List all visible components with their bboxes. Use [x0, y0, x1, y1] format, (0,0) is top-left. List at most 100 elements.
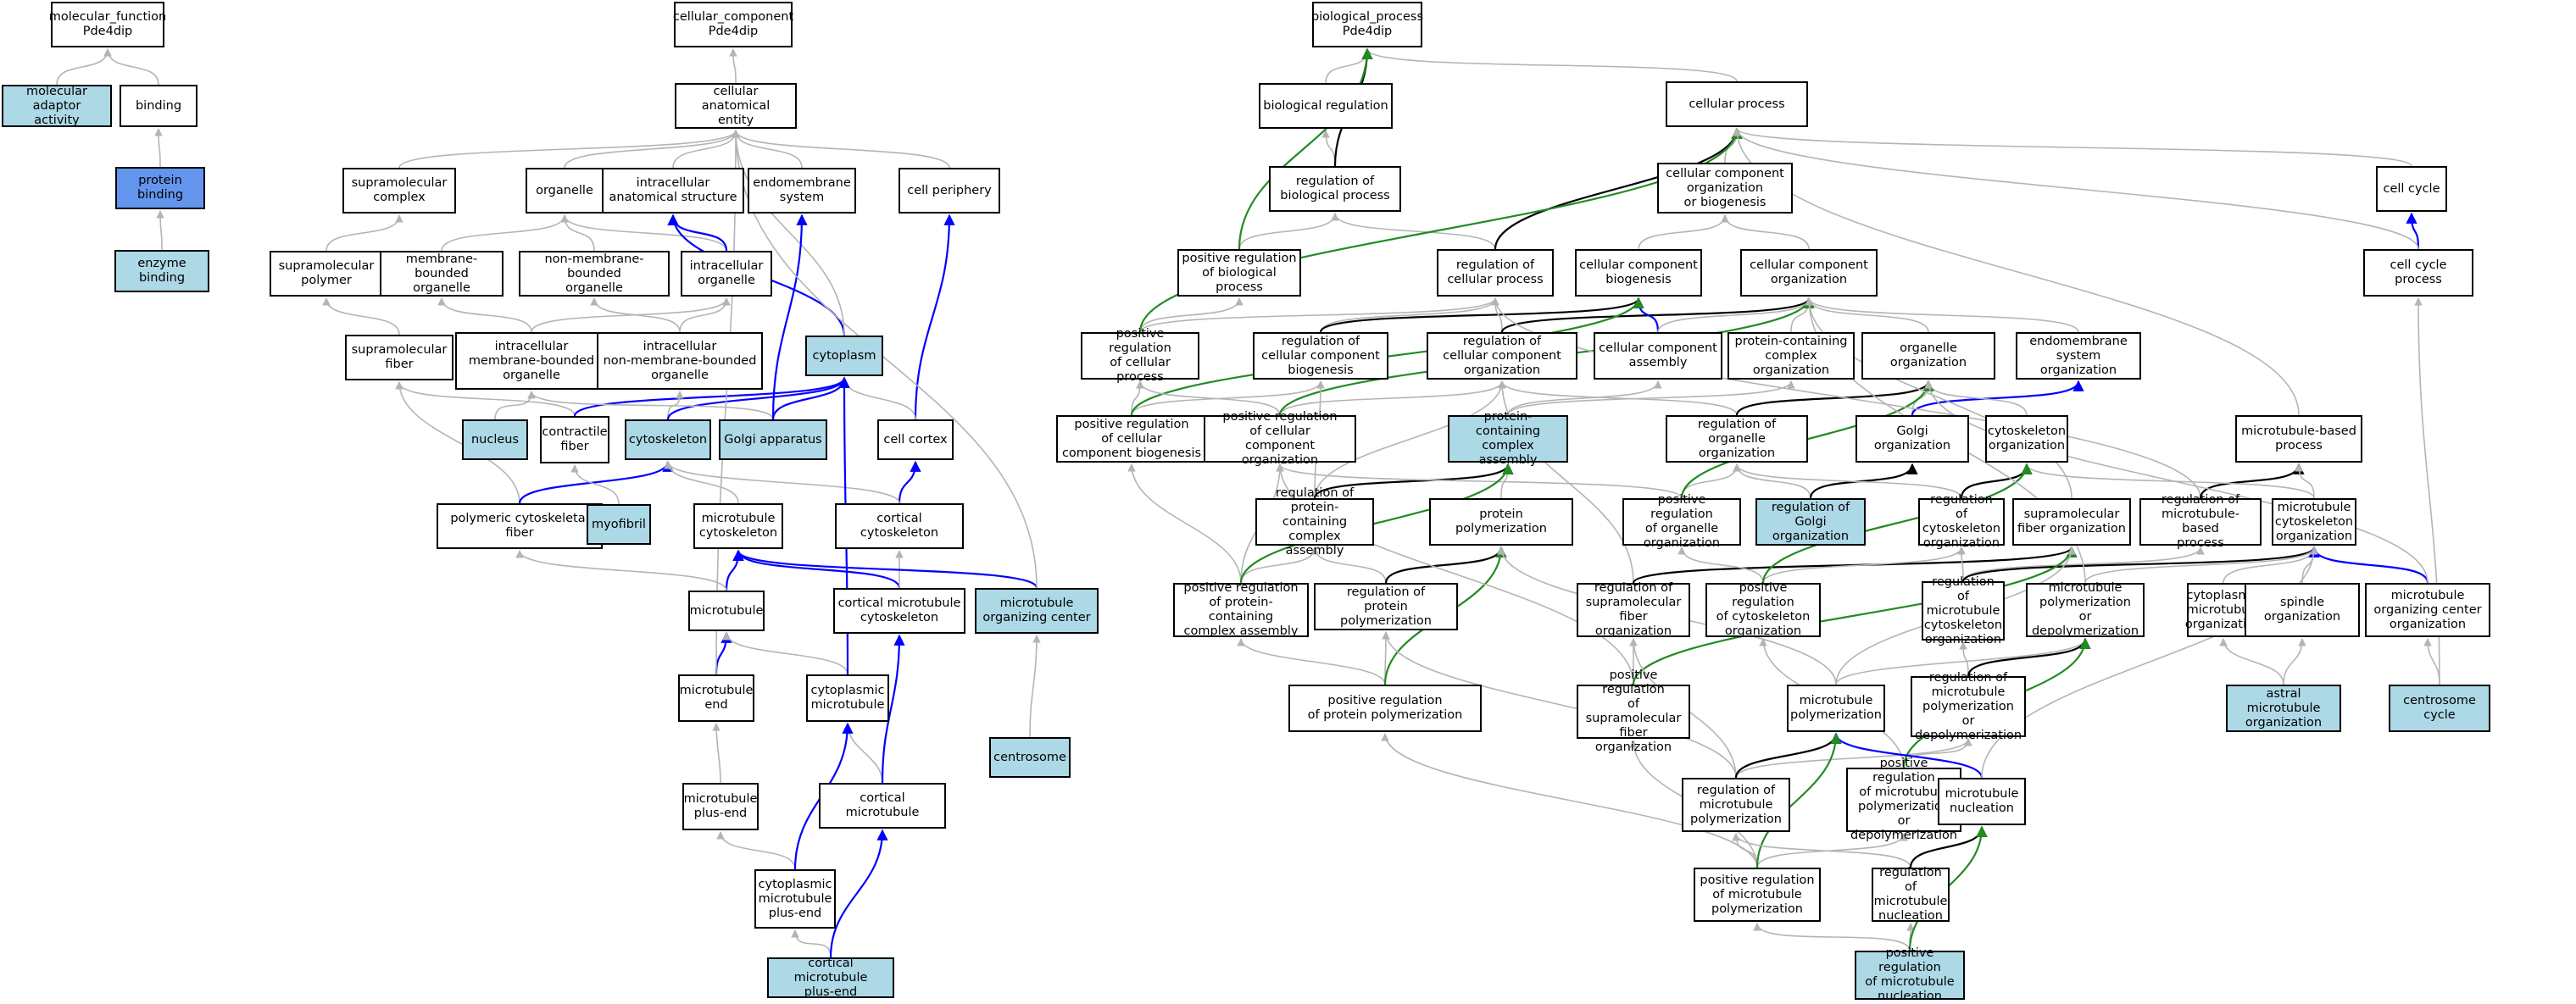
go-term-organelle[interactable]: organelle: [526, 168, 604, 214]
go-term-mt-nucleation[interactable]: microtubule nucleation: [1938, 778, 2026, 825]
go-term-mt-polym[interactable]: microtubule polymerization: [1787, 685, 1885, 732]
go-term-pos-reg-cc-biogenesis[interactable]: positive regulation of cellular componen…: [1056, 415, 1207, 463]
go-term-supramol-complex[interactable]: supramolecular complex: [342, 168, 456, 214]
go-term-cyto-mt-plus-end[interactable]: cytoplasmic microtubule plus-end: [754, 869, 836, 929]
edge-regulates: [1313, 463, 1514, 499]
go-term-mtoc[interactable]: microtubule organizing center: [975, 588, 1099, 634]
go-term-reg-sfo[interactable]: regulation of supramolecular fiber organ…: [1577, 581, 1690, 638]
go-term-centrosome-cycle[interactable]: centrosome cycle: [2389, 685, 2490, 732]
go-term-cc-assembly[interactable]: cellular component assembly: [1594, 332, 1722, 380]
go-term-pcc-org[interactable]: protein-containing complex organization: [1728, 332, 1855, 380]
go-term-pos-reg-mt-nucleation[interactable]: positive regulation of microtubule nucle…: [1855, 946, 1965, 1003]
go-term-mol-adaptor[interactable]: molecular adaptor activity: [2, 85, 112, 127]
go-term-cell-periphery[interactable]: cell periphery: [899, 168, 1000, 214]
go-term-cortical-mt[interactable]: cortical microtubule: [819, 783, 946, 829]
go-term-ccob[interactable]: cellular component organization or bioge…: [1657, 163, 1793, 214]
go-term-mt-plus-end[interactable]: microtubule plus-end: [682, 783, 759, 830]
go-term-poly-cytosk-fiber[interactable]: polymeric cytoskeletal fiber: [437, 503, 603, 549]
go-term-reg-bp[interactable]: regulation of biological process: [1269, 166, 1401, 212]
go-term-centrosome[interactable]: centrosome: [989, 737, 1071, 778]
go-term-cytosk-org[interactable]: cytoskeleton organization: [1985, 415, 2068, 463]
go-term-mt-cytoskeleton[interactable]: microtubule cytoskeleton: [693, 503, 783, 549]
go-term-reg-mt-pol-depol[interactable]: regulation of microtubule polymerization…: [1911, 671, 2026, 742]
go-term-pos-reg-mt-polym[interactable]: positive regulation of microtubule polym…: [1694, 868, 1821, 922]
go-term-cyto-mt[interactable]: cytoplasmic microtubule: [806, 674, 889, 722]
go-term-mf-root[interactable]: molecular_function Pde4dip: [49, 2, 166, 47]
go-term-mt-cytosk-org[interactable]: microtubule cytoskeleton organization: [2272, 498, 2356, 546]
go-term-cortical-mt-plus-end[interactable]: cortical microtubule plus-end: [767, 957, 894, 999]
go-term-reg-mt-nucleation[interactable]: regulation of microtubule nucleation: [1872, 866, 1950, 923]
go-term-pos-reg-pcc-assembly[interactable]: positive regulation of protein-containin…: [1173, 581, 1309, 638]
edge-is-a: [664, 461, 900, 504]
go-term-cortical-cytosk[interactable]: cortical cytoskeleton: [835, 503, 964, 549]
go-term-endomembrane[interactable]: endomembrane system: [748, 168, 856, 214]
go-term-cc-org[interactable]: cellular component organization: [1740, 249, 1878, 297]
go-term-protein-polym[interactable]: protein polymerization: [1429, 498, 1573, 546]
go-term-nucleus[interactable]: nucleus: [462, 419, 528, 460]
go-term-cell-cycle-process[interactable]: cell cycle process: [2363, 249, 2473, 297]
go-term-cortical-mt-cytosk[interactable]: cortical microtubule cytoskeleton: [833, 588, 965, 634]
go-term-imbo[interactable]: intracellular membrane-bounded organelle: [455, 332, 608, 390]
go-term-cell-cortex[interactable]: cell cortex: [877, 419, 954, 460]
go-term-supramol-fiber-org[interactable]: supramolecular fiber organization: [2012, 498, 2131, 546]
go-term-pos-reg-cc-org[interactable]: positive regulation of cellular componen…: [1204, 410, 1356, 467]
go-term-intra-org[interactable]: intracellular organelle: [681, 251, 772, 297]
go-term-supramol-polymer[interactable]: supramolecular polymer: [270, 251, 383, 297]
go-term-mt-end[interactable]: microtubule end: [678, 674, 754, 722]
go-term-mbo[interactable]: membrane-bounded organelle: [380, 251, 504, 297]
edge-regulates: [1961, 546, 2320, 582]
go-term-nmbo[interactable]: non-membrane-bounded organelle: [519, 251, 670, 297]
go-term-protein-binding[interactable]: protein binding: [115, 167, 205, 209]
go-term-pos-reg-organelle-org[interactable]: positive regulation of organelle organiz…: [1622, 493, 1741, 550]
go-term-reg-cc-org[interactable]: regulation of cellular component organiz…: [1427, 332, 1577, 380]
go-term-reg-mt-cytosk-org[interactable]: regulation of microtubule cytoskeleton o…: [1922, 575, 2005, 646]
go-term-reg-golgi-org[interactable]: regulation of Golgi organization: [1755, 498, 1866, 546]
go-term-pos-reg-sfo[interactable]: positive regulation of supramolecular fi…: [1577, 668, 1690, 754]
go-term-cc-biogenesis[interactable]: cellular component biogenesis: [1575, 249, 1702, 297]
go-term-reg-cytosk-org[interactable]: regulation of cytoskeleton organization: [1918, 493, 2005, 550]
go-term-reg-cp[interactable]: regulation of cellular process: [1437, 249, 1554, 297]
go-term-ias[interactable]: intracellular anatomical structure: [602, 168, 744, 214]
go-term-reg-pcc-assembly[interactable]: regulation of protein-containing complex…: [1255, 486, 1374, 557]
go-term-reg-mt-polym[interactable]: regulation of microtubule polymerization: [1682, 778, 1790, 832]
edge-is-a: [1735, 738, 1972, 779]
go-term-cellular-process[interactable]: cellular process: [1666, 81, 1808, 127]
go-term-spindle-org[interactable]: spindle organization: [2245, 583, 2360, 637]
go-term-pos-reg-cp[interactable]: positive regulation of cellular process: [1081, 327, 1199, 384]
go-term-reg-protein-polym[interactable]: regulation of protein polymerization: [1314, 583, 1458, 630]
go-term-mt-based-process[interactable]: microtubule-based process: [2235, 415, 2362, 463]
go-term-enzyme-binding[interactable]: enzyme binding: [114, 250, 209, 292]
go-term-pos-reg-bp[interactable]: positive regulation of biological proces…: [1177, 249, 1301, 297]
go-term-golgi-org[interactable]: Golgi organization: [1855, 415, 1969, 463]
edge-is-a: [732, 130, 845, 336]
go-term-reg-cc-biogenesis[interactable]: regulation of cellular component biogene…: [1253, 332, 1388, 380]
go-term-pos-reg-protein-polym[interactable]: positive regulation of protein polymeriz…: [1288, 685, 1482, 732]
edge-is-a: [1753, 923, 1911, 951]
go-term-mt-pol-depol[interactable]: microtubule polymerization or depolymeri…: [2026, 581, 2145, 638]
go-term-contractile[interactable]: contractile fiber: [540, 416, 609, 463]
go-term-microtubule[interactable]: microtubule: [688, 591, 765, 631]
go-term-cell-cycle[interactable]: cell cycle: [2376, 166, 2447, 212]
go-term-bp-root[interactable]: biological_process Pde4dip: [1311, 2, 1423, 47]
go-term-endomem-org[interactable]: endomembrane system organization: [2016, 332, 2141, 380]
go-term-mtoc-org[interactable]: microtubule organizing center organizati…: [2365, 583, 2490, 637]
go-term-pos-reg-cytosk-org[interactable]: positive regulation of cytoskeleton orga…: [1705, 581, 1821, 638]
go-term-cytoplasm[interactable]: cytoplasm: [805, 336, 883, 376]
go-term-pcc-assembly[interactable]: protein-containing complex assembly: [1448, 410, 1568, 467]
go-term-binding[interactable]: binding: [120, 85, 198, 127]
go-term-organelle-org[interactable]: organelle organization: [1861, 332, 1995, 380]
go-term-supramol-fiber[interactable]: supramolecular fiber: [345, 335, 453, 380]
go-term-astral-mt-org[interactable]: astral microtubule organization: [2226, 685, 2341, 732]
go-term-reg-organelle-org[interactable]: regulation of organelle organization: [1666, 415, 1808, 463]
go-term-cytoskeleton[interactable]: cytoskeleton: [625, 419, 711, 460]
go-term-cc-root[interactable]: cellular_component Pde4dip: [673, 2, 793, 47]
go-term-bio-reg[interactable]: biological regulation: [1259, 83, 1393, 129]
go-term-reg-mt-based-process[interactable]: regulation of microtubule-based process: [2139, 493, 2262, 550]
edge-positively-regulates: [1761, 463, 2033, 584]
go-term-inmbo[interactable]: intracellular non-membrane-bounded organ…: [597, 332, 763, 390]
go-term-cae[interactable]: cellular anatomical entity: [675, 83, 797, 129]
go-term-myofibril[interactable]: myofibril: [587, 504, 651, 545]
edge-is-a: [1903, 738, 1972, 768]
go-term-golgi[interactable]: Golgi apparatus: [719, 419, 827, 460]
edge-is-a: [732, 130, 950, 169]
